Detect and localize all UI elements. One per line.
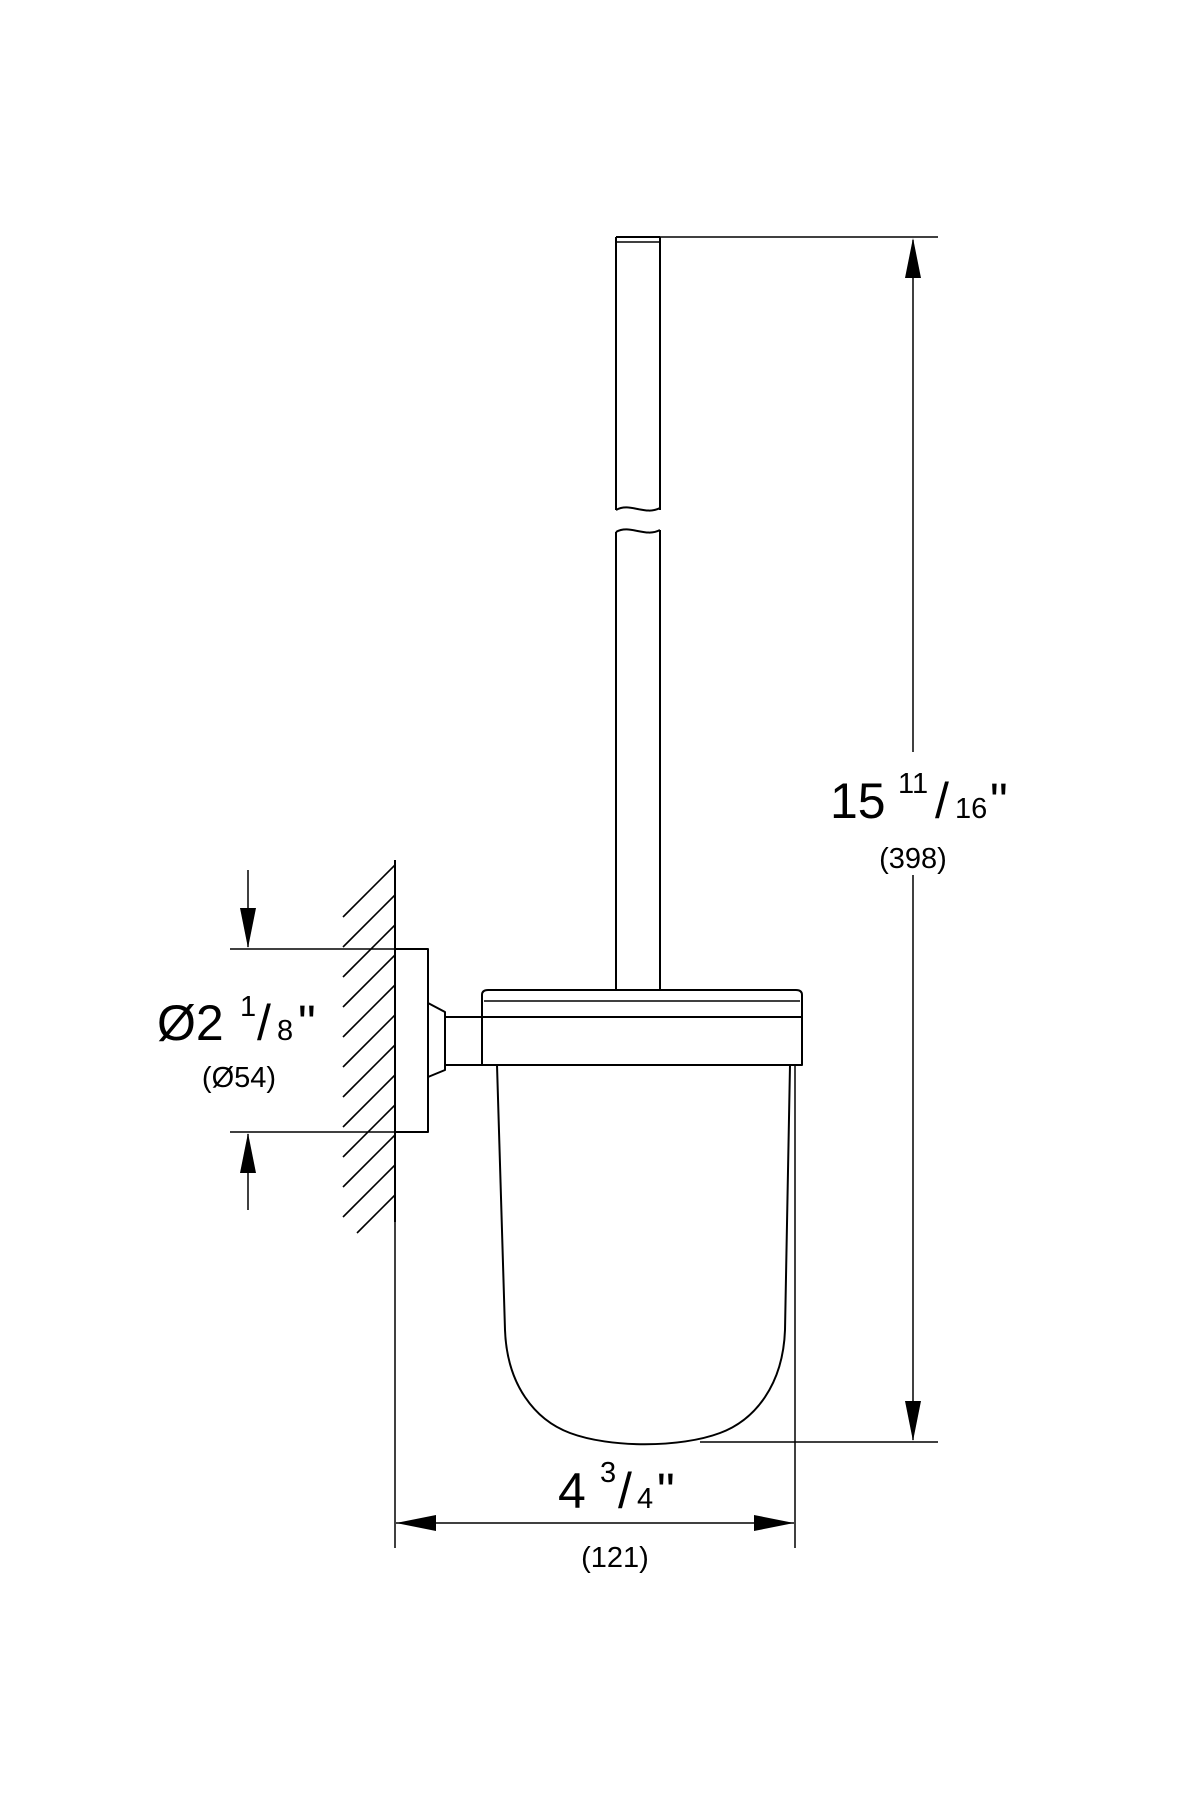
wall xyxy=(342,860,396,1234)
height-slash: / xyxy=(935,773,949,829)
height-whole: 15 xyxy=(830,773,886,829)
holder-arm xyxy=(427,1002,482,1078)
height-numerator: 11 xyxy=(898,768,928,800)
rosette-diameter-slash: / xyxy=(257,995,271,1051)
rosette-diameter-inch-mark: " xyxy=(298,995,316,1051)
holder-ring xyxy=(481,1016,803,1066)
rosette-diameter-denominator: 8 xyxy=(277,1015,293,1047)
height-dimension xyxy=(660,236,938,1443)
rosette-diameter-label: Ø2 1 / 8 " (Ø54) xyxy=(157,991,316,1094)
height-label: 15 11 / 16 " (398) xyxy=(830,768,1008,875)
depth-metric: (121) xyxy=(581,1542,649,1574)
depth-slash: / xyxy=(618,1463,632,1519)
rosette-diameter-metric: (Ø54) xyxy=(202,1062,276,1094)
rosette-diameter-dimension xyxy=(230,870,395,1210)
depth-numerator: 3 xyxy=(600,1457,616,1489)
depth-whole: 4 xyxy=(558,1463,586,1519)
height-denominator: 16 xyxy=(955,793,987,825)
rosette-diameter-whole: Ø2 xyxy=(157,995,224,1051)
depth-denominator: 4 xyxy=(637,1483,653,1515)
depth-dimension xyxy=(394,1065,796,1548)
glass-cup xyxy=(496,1064,791,1446)
depth-label: 4 3 / 4 " (121) xyxy=(558,1457,675,1574)
brush-lid xyxy=(481,989,803,1017)
depth-inch-mark: " xyxy=(657,1463,675,1519)
brush-handle xyxy=(615,236,661,990)
height-metric: (398) xyxy=(879,843,947,875)
height-inch-mark: " xyxy=(990,773,1008,829)
wall-hatching xyxy=(342,864,396,1234)
wall-rosette xyxy=(394,948,429,1133)
rosette-diameter-numerator: 1 xyxy=(240,991,256,1023)
